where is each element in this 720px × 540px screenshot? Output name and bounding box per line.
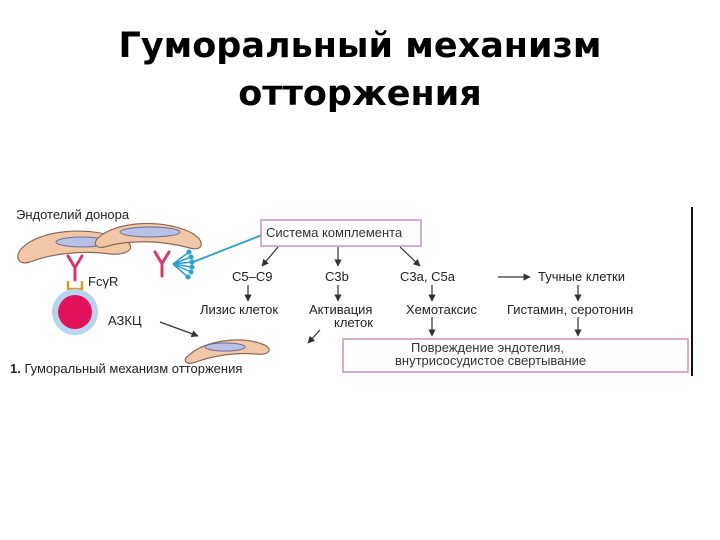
label-damage-line-2: внутрисосудистое свертывание <box>395 353 587 368</box>
label-donor-endothelium: Эндотелий донора <box>16 207 130 222</box>
label-mast-cells: Тучные клетки <box>538 269 625 284</box>
label-fc-receptor: FcγR <box>88 274 119 289</box>
slide-title: Гуморальный механизм отторжения <box>0 22 720 118</box>
label-chemotaxis: Хемотаксис <box>406 302 477 317</box>
nucleus-right <box>119 226 181 238</box>
antibody-right <box>153 250 171 278</box>
label-damage-line-1: Повреждение эндотелия, <box>411 340 565 355</box>
label-adcc: АЗКЦ <box>108 313 142 328</box>
antibody-left <box>66 254 84 282</box>
endothelial-damage-box <box>342 338 689 373</box>
damaged-endothelial-cell <box>184 339 270 364</box>
label-complement-system: Система комплемента <box>266 225 403 240</box>
arrow-to-c3a-c5a <box>399 246 421 267</box>
arrow-activation-to-damage <box>307 329 321 344</box>
label-c5-c9: C5–C9 <box>232 269 273 284</box>
figure-caption: 1. Гуморальный механизм отторжения <box>10 362 242 376</box>
nk-cell <box>52 289 98 335</box>
complement-system-box <box>260 219 422 247</box>
label-cell-lysis: Лизис клеток <box>200 302 279 317</box>
caption-number: 1. <box>10 361 21 376</box>
arrow-adcc-to-damaged-cell <box>159 321 199 338</box>
caption-text: Гуморальный механизм отторжения <box>24 361 243 376</box>
fc-receptor-icon <box>66 281 84 291</box>
slide-title-line-1: Гуморальный механизм <box>118 26 602 66</box>
label-c3b: C3b <box>325 269 349 284</box>
complement-fan-icon <box>172 249 195 280</box>
endothelial-cell-right <box>94 222 202 250</box>
label-cell-activation-1: Активация <box>309 302 373 317</box>
complement-link-line <box>192 234 263 263</box>
label-c3a-c5a: C3a, C5a <box>400 269 455 284</box>
arrow-to-c5c9 <box>261 246 279 267</box>
label-cell-activation-2: клеток <box>334 315 373 330</box>
label-histamine-serotonin: Гистамин, серотонин <box>507 302 634 317</box>
slide-title-line-2: отторжения <box>238 74 482 114</box>
